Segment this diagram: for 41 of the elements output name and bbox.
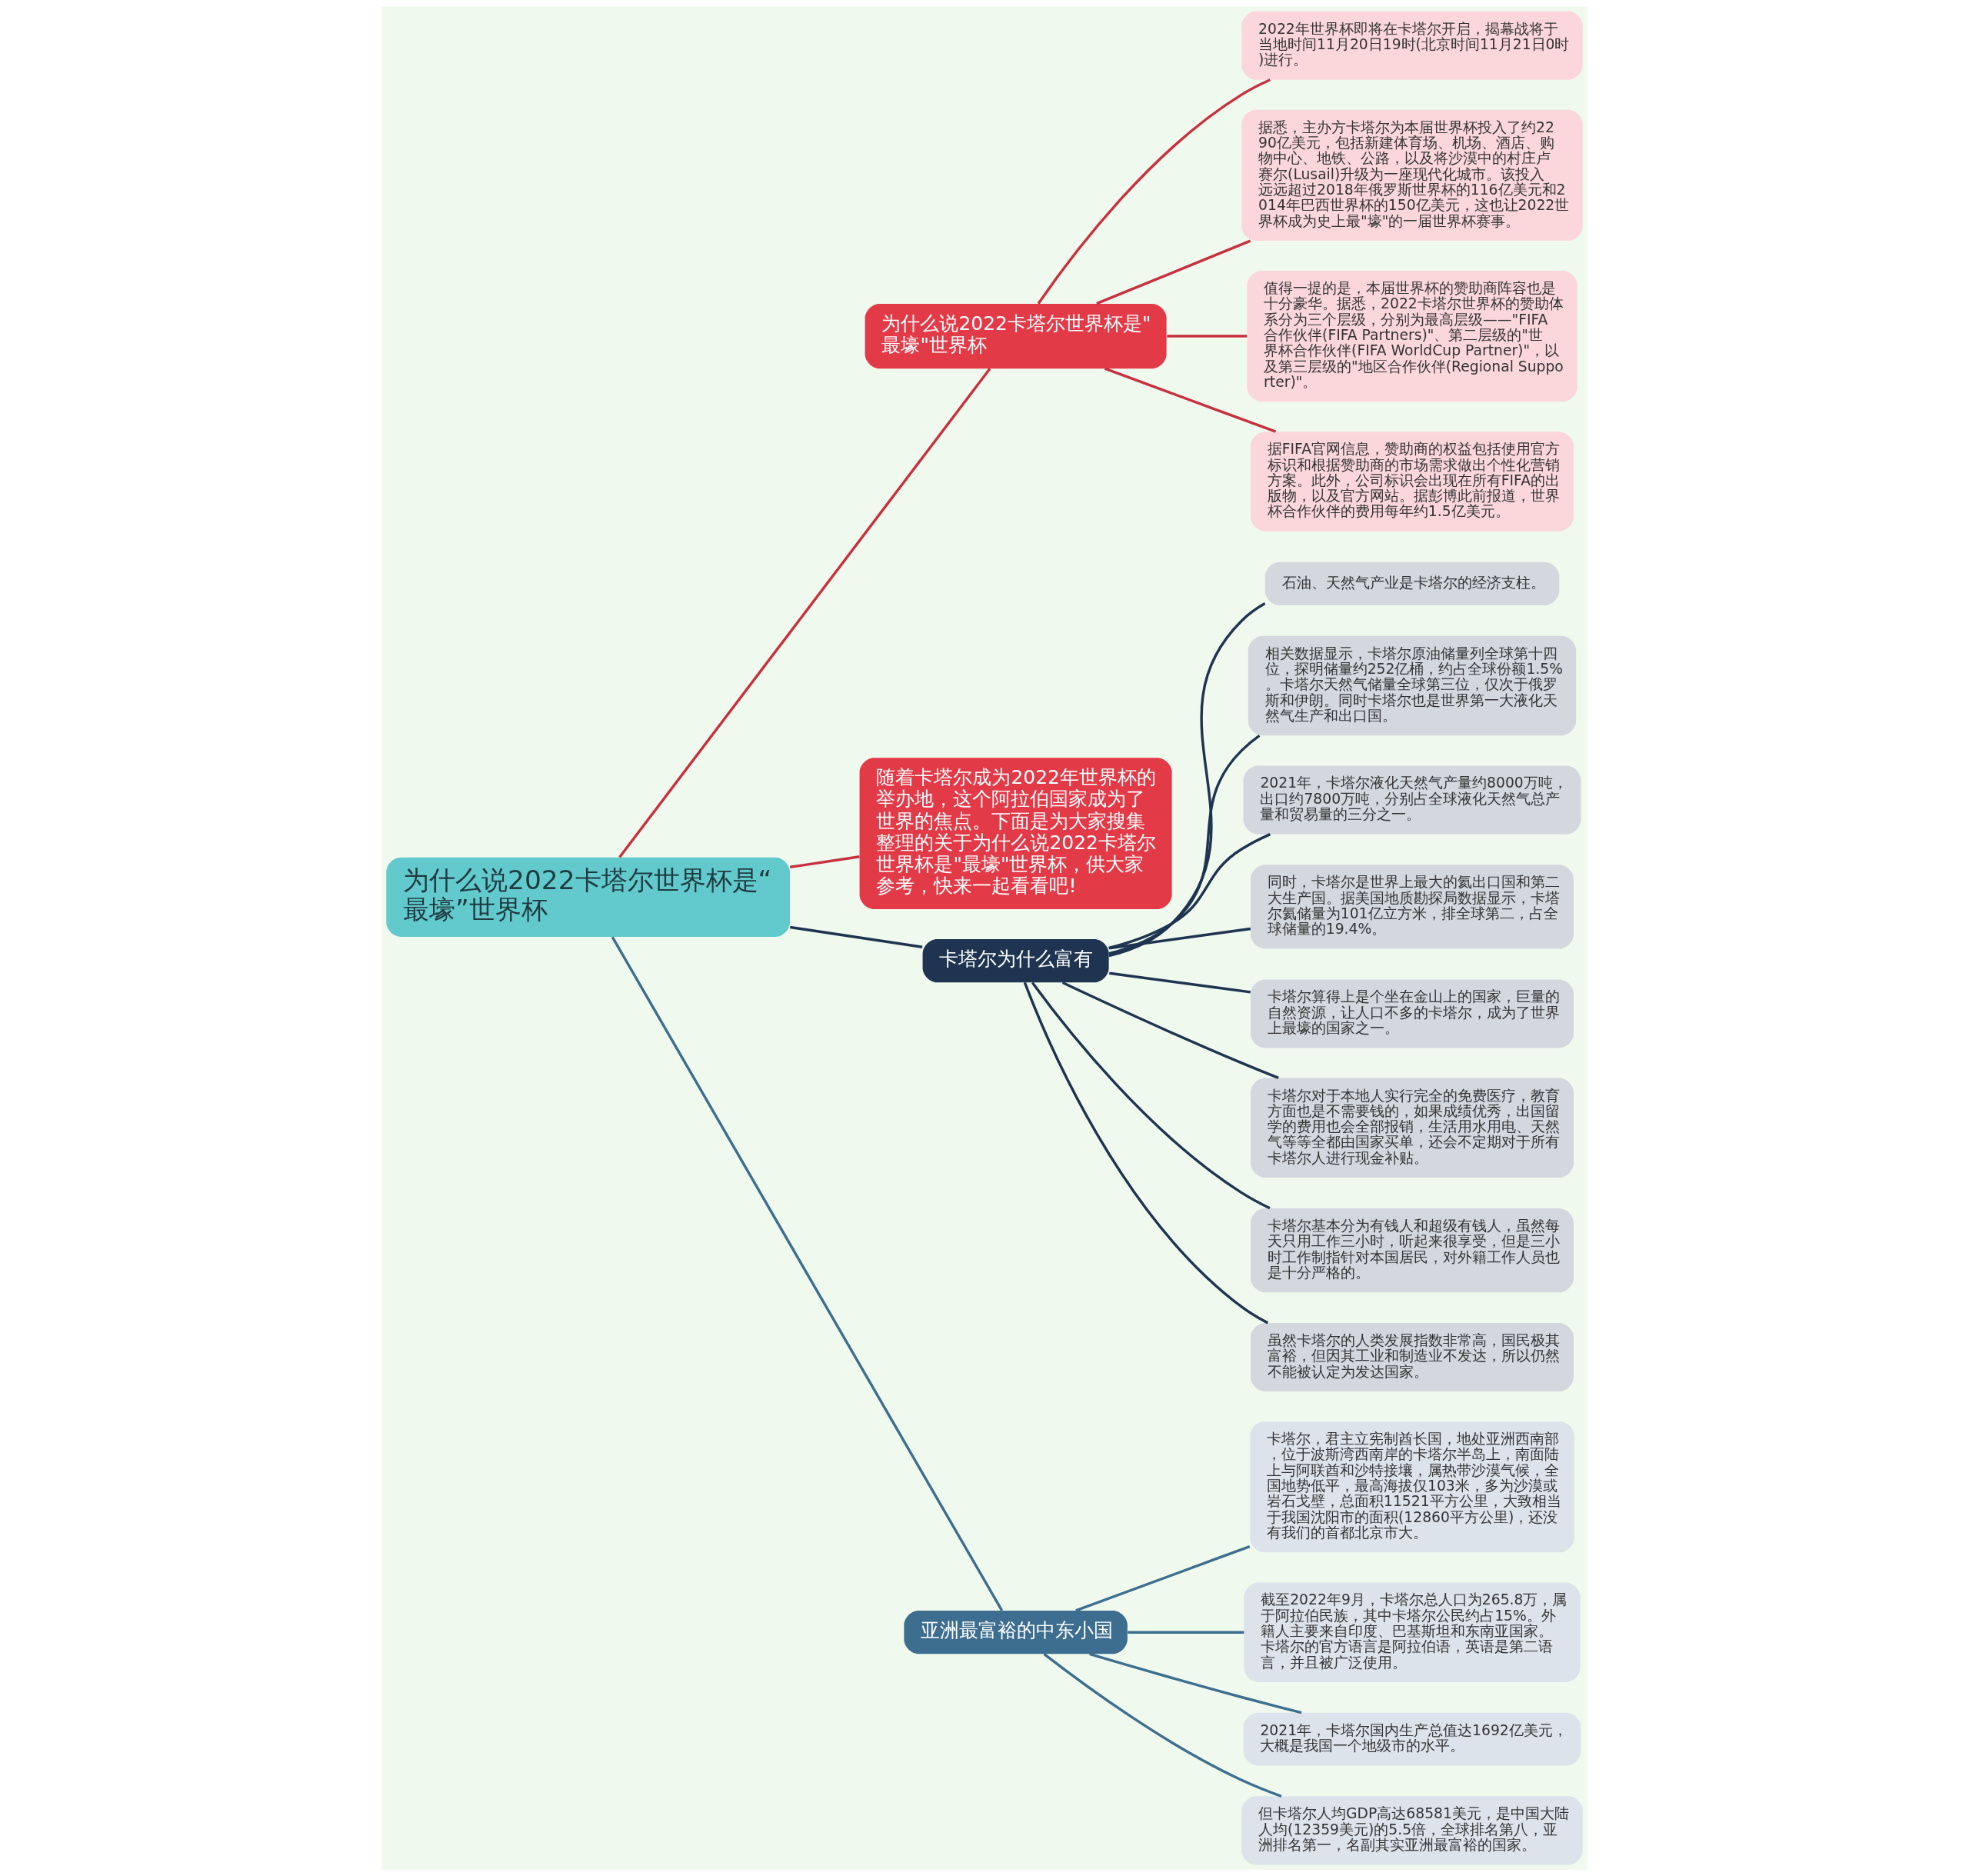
node-box: 相关数据显示，卡塔尔原油储量列全球第十四位，探明储量约252亿桶，约占全球份额1.5%。卡塔尔天然气储量全球第三位，仅次于俄罗斯和伊朗。同时卡塔尔也是世界第一大液化天然气生产和出口国。	[1248, 635, 1577, 736]
node-box: 卡塔尔算得上是个坐在金山上的国家，巨量的自然资源，让人口不多的卡塔尔，成为了世界上最壕的国家之一。	[1250, 979, 1574, 1048]
connector	[1089, 1652, 1302, 1714]
node-box: 2021年，卡塔尔国内生产总值达1692亿美元，大概是我国一个地级市的水平。	[1243, 1712, 1581, 1766]
connector	[1061, 981, 1279, 1080]
node-box: 但卡塔尔人均GDP高达68581美元，是中国大陆人均(12359美元)的5.5倍，全球排名第八，亚洲排名第一，名副其实亚洲最富裕的国家。	[1241, 1796, 1583, 1865]
node-box: 卡塔尔对于本地人实行完全的免费医疗，教育方面也是不需要钱的，如果成绩优秀，出国留学的费用也会全部报销，生活用水用电、天然气等等全都由国家买单，还会不定期对于所有卡塔尔人进行现金补贴。	[1250, 1078, 1574, 1178]
connector	[1109, 927, 1251, 950]
node-box: 虽然卡塔尔的人类发展指数非常高，国民极其富裕，但因其工业和制造业不发达，所以仍然不能被认定为发达国家。	[1250, 1323, 1574, 1392]
node-box: 卡塔尔，君主立宪制酋长国，地处亚洲西南部，位于波斯湾西南岸的卡塔尔半岛上，南面陆上与阿联酋和沙特接壤，属热带沙漠气候，全国地势低平，最高海拔仅103米，多为沙漠或岩石戈壁，总面积11521平方公里，大致相当于我国沈阳市的面积(12860平方公里)，还没有我们的首都北京市大。	[1250, 1421, 1574, 1553]
node-box: 据FIFA官网信息，赞助商的权益包括使用官方标识和根据赞助商的市场需求做出个性化营销方案。此外，公司标识会出现在所有FIFA的出版物，以及官方网站。据彭博此前报道，世界杯合作伙伴的费用每年约1.5亿美元。	[1250, 432, 1574, 531]
node-box: 随着卡塔尔成为2022年世界杯的举办地，这个阿拉伯国家成为了世界的焦点。下面是为大家搜集整理的关于为什么说2022卡塔尔世界杯是"最壕"世界杯，供大家参考，快来一起看看吧!	[859, 758, 1172, 909]
node-box: 石油、天然气产业是卡塔尔的经济支柱。	[1264, 561, 1560, 605]
connector	[611, 936, 1004, 1611]
connector	[1128, 1631, 1244, 1634]
node-box: 为什么说2022卡塔尔世界杯是“最壕”世界杯	[386, 857, 790, 937]
node-box: 卡塔尔基本分为有钱人和超级有钱人，虽然每天只用工作三小时，听起来很享受，但是三小时工作制指针对本国居民，对外籍工作人员也是十分严格的。	[1250, 1208, 1574, 1293]
connector	[1167, 335, 1248, 338]
connector	[789, 925, 923, 948]
node-box: 卡塔尔为什么富有	[922, 939, 1109, 983]
connector	[1108, 735, 1261, 955]
node-box: 2021年，卡塔尔液化天然气产量约8000万吨，出口约7800万吨，分别占全球液化天然气总产量和贸易量的三分之一。	[1243, 765, 1581, 835]
connector	[1023, 981, 1269, 1325]
connector	[1104, 367, 1277, 433]
node-box: 同时，卡塔尔是世界上最大的氦出口国和第二大生产国。据美国地质勘探局数据显示，卡塔尔氦储量为101亿立方米，排全球第二，占全球储量的19.4%。	[1250, 865, 1574, 949]
connector	[1096, 239, 1251, 305]
node-box: 亚洲最富裕的中东小国	[904, 1611, 1128, 1654]
connector	[1109, 971, 1251, 994]
node-box: 截至2022年9月，卡塔尔总人口为265.8万，属于阿拉伯民族，其中卡塔尔公民约占15%。外籍人主要来自印度、巴基斯坦和东南亚国家。卡塔尔的官方语言是阿拉伯语，英语是第二语言，并且被广泛使用。	[1244, 1582, 1581, 1682]
node-box: 据悉，主办方卡塔尔为本届世界杯投入了约2290亿美元，包括新建体育场、机场、酒店、购物中心、地铁、公路，以及将沙漠中的村庄卢赛尔(Lusail)升级为一座现代化城市。该投入远远超过2018年俄罗斯世界杯的116亿美元和2014年巴西世界杯的150亿美元，这也让2022世界杯成为史上最"壕"的一届世界杯赛事。	[1241, 109, 1583, 241]
connector	[1108, 602, 1266, 958]
connector	[1031, 981, 1271, 1210]
node-box: 值得一提的是，本届世界杯的赞助商阵容也是十分豪华。据悉，2022卡塔尔世界杯的赞助体系分为三个层级，分别为最高层级——"FIFA合作伙伴(FIFA Partners)"、第二层级的"世界杯合作伙伴(FIFA WorldCup Partner)"，以及第三层级的"地区合作伙伴(Regional Supporter)"。	[1247, 270, 1578, 402]
node-box: 2022年世界杯即将在卡塔尔开启，揭幕战将于当地时间11月20日19时(北京时间11月21日0时)进行。	[1241, 11, 1583, 80]
connector	[618, 368, 991, 858]
connector	[1043, 1653, 1282, 1798]
connector	[1037, 78, 1271, 305]
connector	[1075, 1544, 1251, 1612]
connector	[1108, 833, 1271, 950]
connector	[789, 855, 860, 868]
node-box: 为什么说2022卡塔尔世界杯是"最壕"世界杯	[865, 303, 1167, 369]
